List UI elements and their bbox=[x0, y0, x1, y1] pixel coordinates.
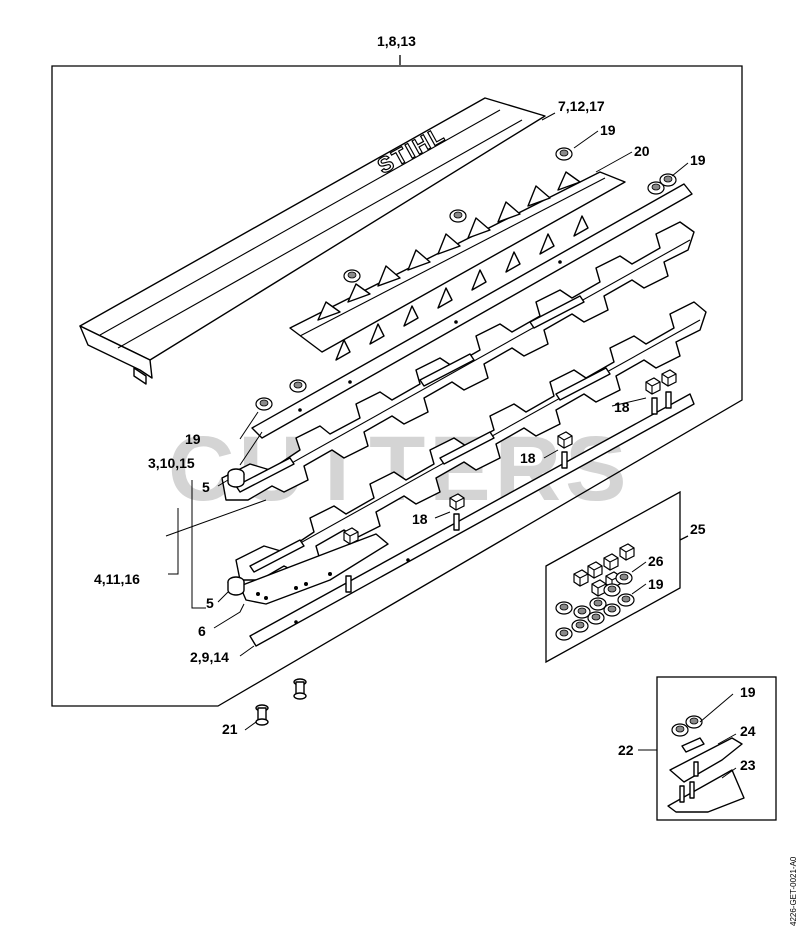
kit-nut-icon bbox=[573, 605, 591, 619]
callout-6: 6 bbox=[198, 623, 206, 639]
kit-block-icon bbox=[573, 569, 589, 587]
kit-block-icon bbox=[603, 553, 619, 571]
nut-icon bbox=[289, 379, 307, 393]
guide-bar bbox=[251, 183, 693, 439]
assembly-frame bbox=[51, 55, 743, 707]
spacer-upper bbox=[227, 468, 245, 488]
kit-nut-icon bbox=[589, 597, 607, 611]
sliding-block-icon bbox=[645, 377, 661, 395]
kit-nut-icon bbox=[615, 571, 633, 585]
kit-nut-icon bbox=[587, 611, 605, 625]
sliding-block-icon bbox=[661, 369, 677, 387]
nut-icon bbox=[449, 209, 467, 223]
callout-25: 25 bbox=[690, 521, 706, 537]
screw-left-icon bbox=[255, 704, 269, 726]
leader-lines bbox=[165, 112, 737, 779]
drawing-id: 4226-GET-0021-A0 bbox=[789, 856, 798, 926]
bottom-bar bbox=[249, 393, 695, 647]
callout-5: 5 bbox=[206, 595, 214, 611]
kit22-plate-upper bbox=[669, 737, 743, 783]
kit22-nut-icon bbox=[671, 723, 689, 737]
callout-20: 20 bbox=[634, 143, 650, 159]
kit22-plate-lower bbox=[667, 769, 745, 813]
drive-plate bbox=[239, 533, 389, 605]
callout-19: 19 bbox=[740, 684, 756, 700]
callout-21: 21 bbox=[222, 721, 238, 737]
callout-19: 19 bbox=[185, 431, 201, 447]
callout-18: 18 bbox=[614, 399, 630, 415]
kit-nut-icon bbox=[617, 593, 635, 607]
kit-nut-icon bbox=[603, 603, 621, 617]
callout-7-12-17: 7,12,17 bbox=[558, 98, 605, 114]
sliding-block-icon bbox=[557, 431, 573, 449]
cutter-blade-upper bbox=[221, 221, 695, 501]
callout-2-9-14: 2,9,14 bbox=[190, 649, 229, 665]
kit-block-icon bbox=[619, 543, 635, 561]
callout-26: 26 bbox=[648, 553, 664, 569]
callout-1-8-13: 1,8,13 bbox=[377, 33, 416, 49]
kit-block-icon bbox=[587, 561, 603, 579]
blade-cover: STIHL bbox=[79, 97, 546, 385]
callout-5: 5 bbox=[202, 479, 210, 495]
cutter-blade-lower bbox=[235, 301, 707, 581]
callout-18: 18 bbox=[412, 511, 428, 527]
callout-18: 18 bbox=[520, 450, 536, 466]
callout-22: 22 bbox=[618, 742, 634, 758]
callout-19: 19 bbox=[600, 122, 616, 138]
nut-icon bbox=[555, 147, 573, 161]
kit-22-frame bbox=[656, 676, 777, 821]
callout-23: 23 bbox=[740, 757, 756, 773]
callout-4-11-16: 4,11,16 bbox=[94, 571, 140, 587]
callout-3-10-15: 3,10,15 bbox=[148, 455, 195, 471]
sliding-block-icon bbox=[343, 527, 359, 545]
kit-25-frame bbox=[545, 490, 689, 664]
kit-nut-icon bbox=[603, 583, 621, 597]
callout-19: 19 bbox=[690, 152, 706, 168]
sliding-block-icon bbox=[449, 493, 465, 511]
callout-24: 24 bbox=[740, 723, 756, 739]
stud-bolts bbox=[345, 391, 672, 593]
nut-icon bbox=[343, 269, 361, 283]
spacer-lower bbox=[227, 576, 245, 596]
kit22-nut-icon bbox=[685, 715, 703, 729]
kit-nut-icon bbox=[571, 619, 589, 633]
nut-icon bbox=[255, 397, 273, 411]
upper-blade bbox=[289, 171, 626, 361]
callout-19: 19 bbox=[648, 576, 664, 592]
nut-icon bbox=[659, 173, 677, 187]
kit-nut-icon bbox=[555, 601, 573, 615]
screw-right-icon bbox=[293, 678, 307, 700]
kit-nut-icon bbox=[555, 627, 573, 641]
